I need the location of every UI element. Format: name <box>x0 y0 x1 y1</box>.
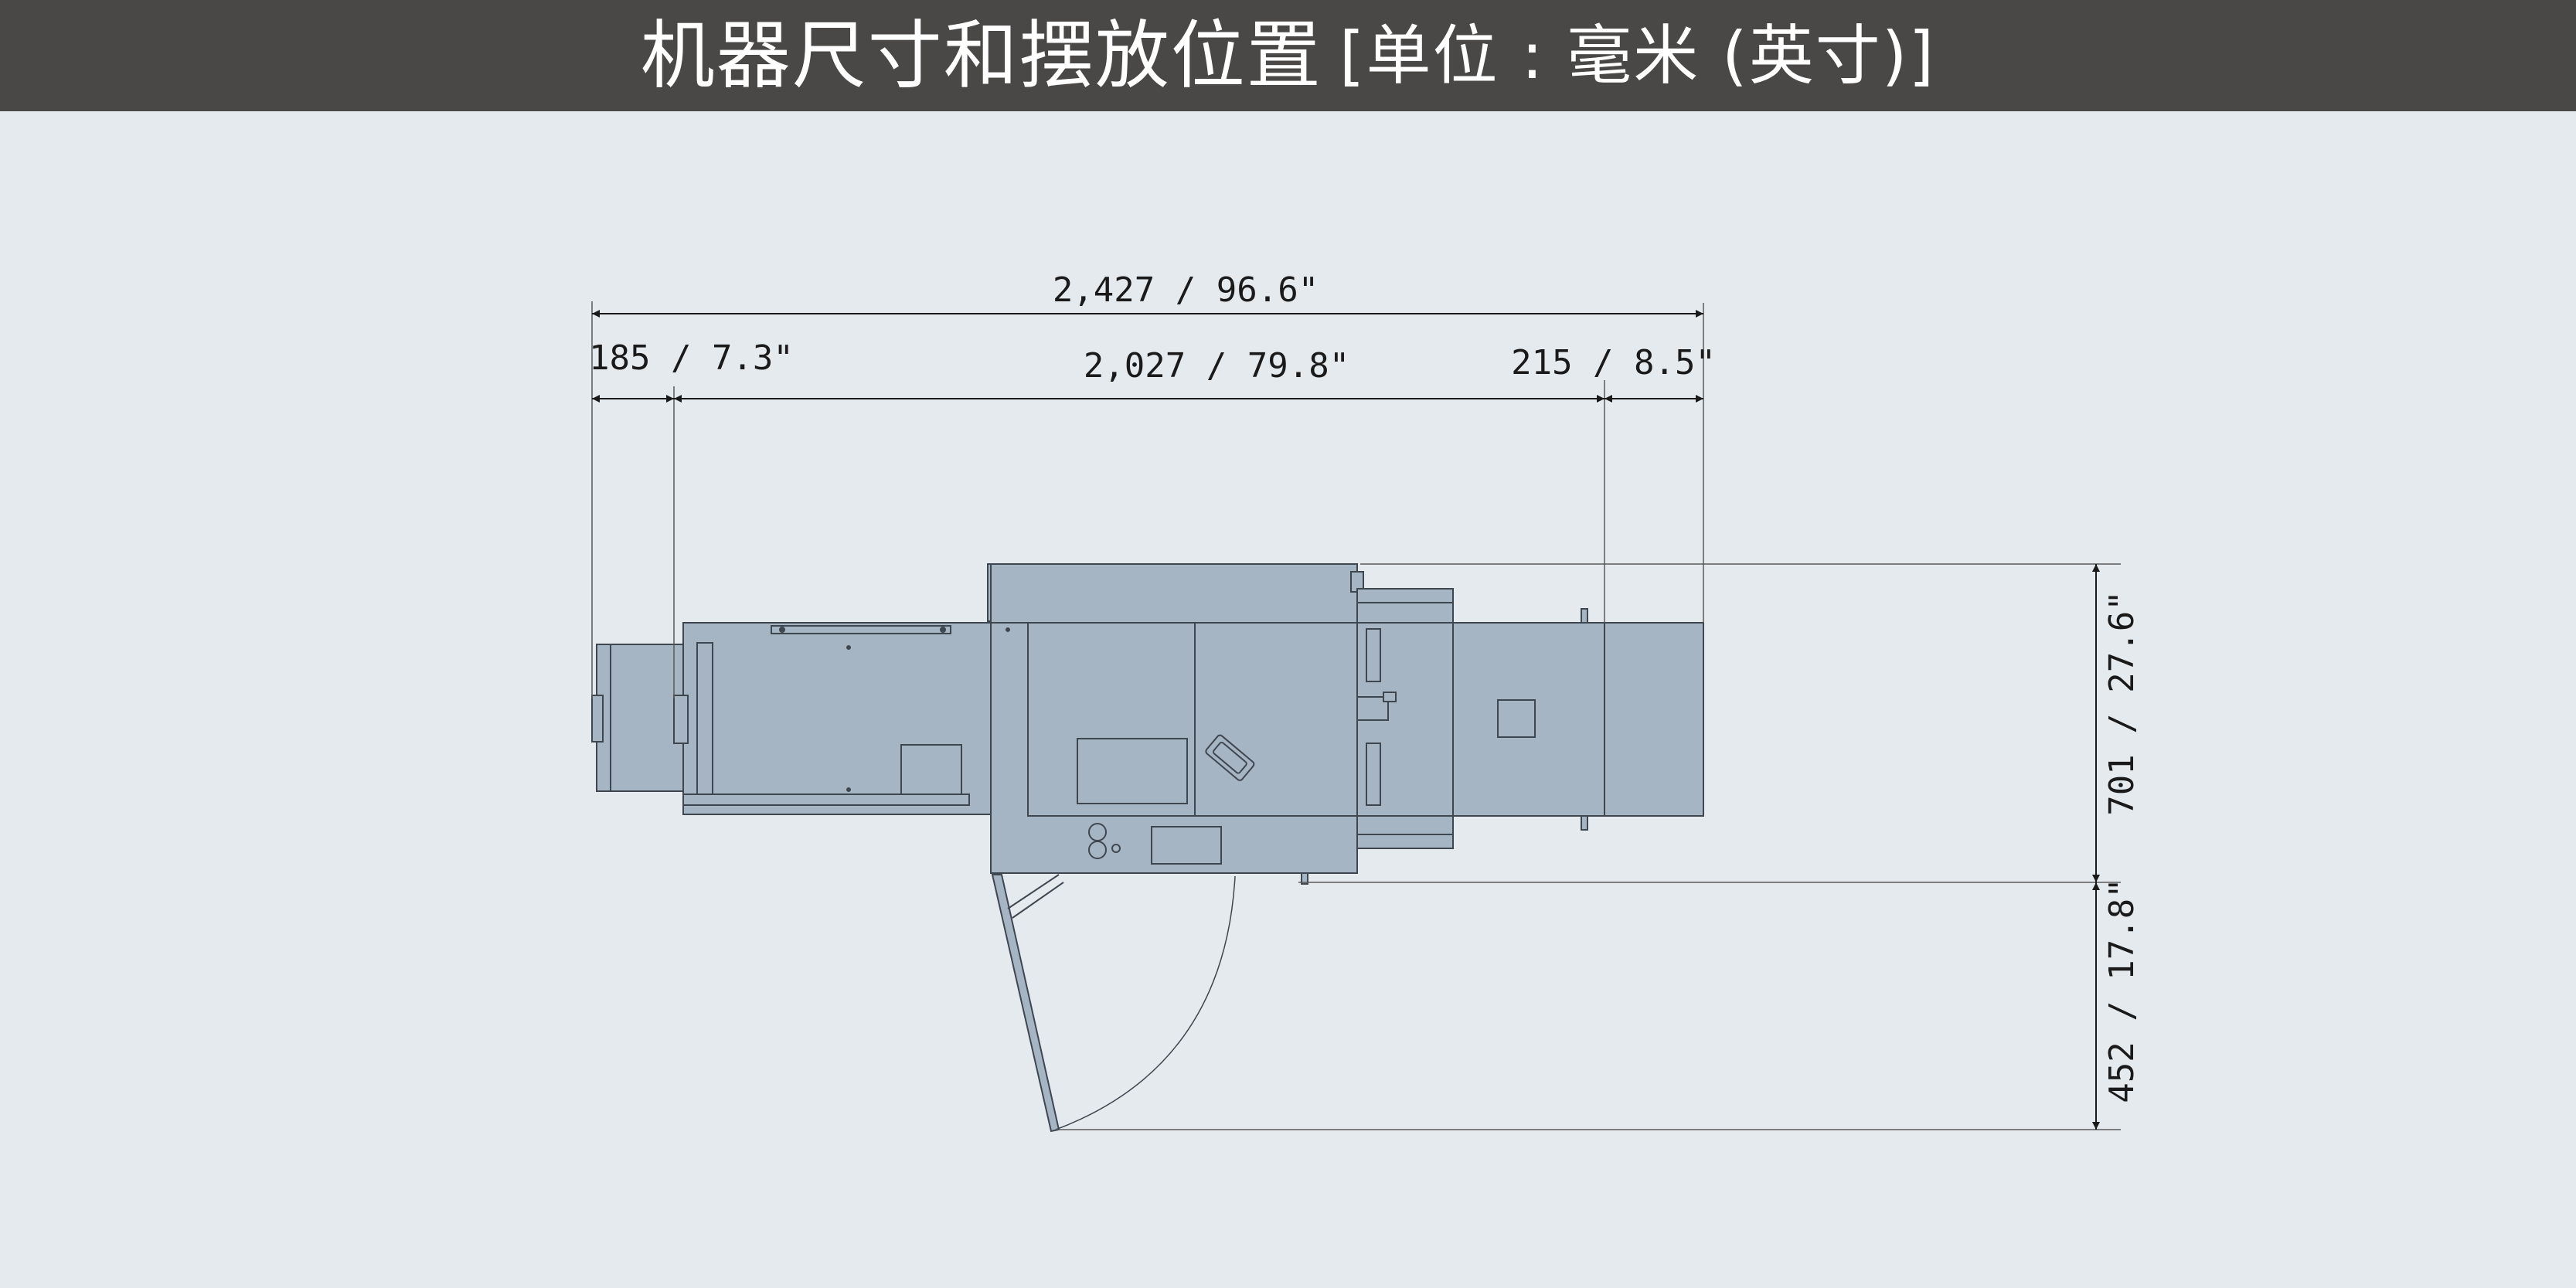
depth-label: 701 / 27.6" <box>2102 590 2142 815</box>
left-offset-label: 185 / 7.3" <box>589 338 794 378</box>
machine-top-view <box>591 563 1704 1133</box>
floor-plan-diagram: 2,427 / 96.6" 185 / 7.3" 2,027 / 79.8" 2… <box>589 270 2142 1133</box>
dimension-lines <box>592 310 2100 1130</box>
extension-lines <box>591 301 2121 1130</box>
page-title: 机器尺寸和摆放位置 <box>640 12 1322 99</box>
main-body <box>987 563 1364 874</box>
overall-length-label: 2,427 / 96.6" <box>1053 270 1319 310</box>
side-door <box>991 872 1308 1133</box>
main-length-label: 2,027 / 79.8" <box>1084 346 1349 386</box>
left-feeder-unit <box>673 622 992 815</box>
unit-label: [单位 : 毫米 (英寸)] <box>1339 18 1936 93</box>
connector-unit <box>1356 588 1454 849</box>
right-stacker <box>1452 608 1704 831</box>
right-offset-label: 215 / 8.5" <box>1511 343 1716 382</box>
left-feeder-tray <box>591 644 684 792</box>
page-header: 机器尺寸和摆放位置 [单位 : 毫米 (英寸)] <box>0 0 2576 111</box>
door-swing-arc <box>1055 875 1236 1130</box>
door-clearance-label: 452 / 17.8" <box>2102 878 2142 1103</box>
